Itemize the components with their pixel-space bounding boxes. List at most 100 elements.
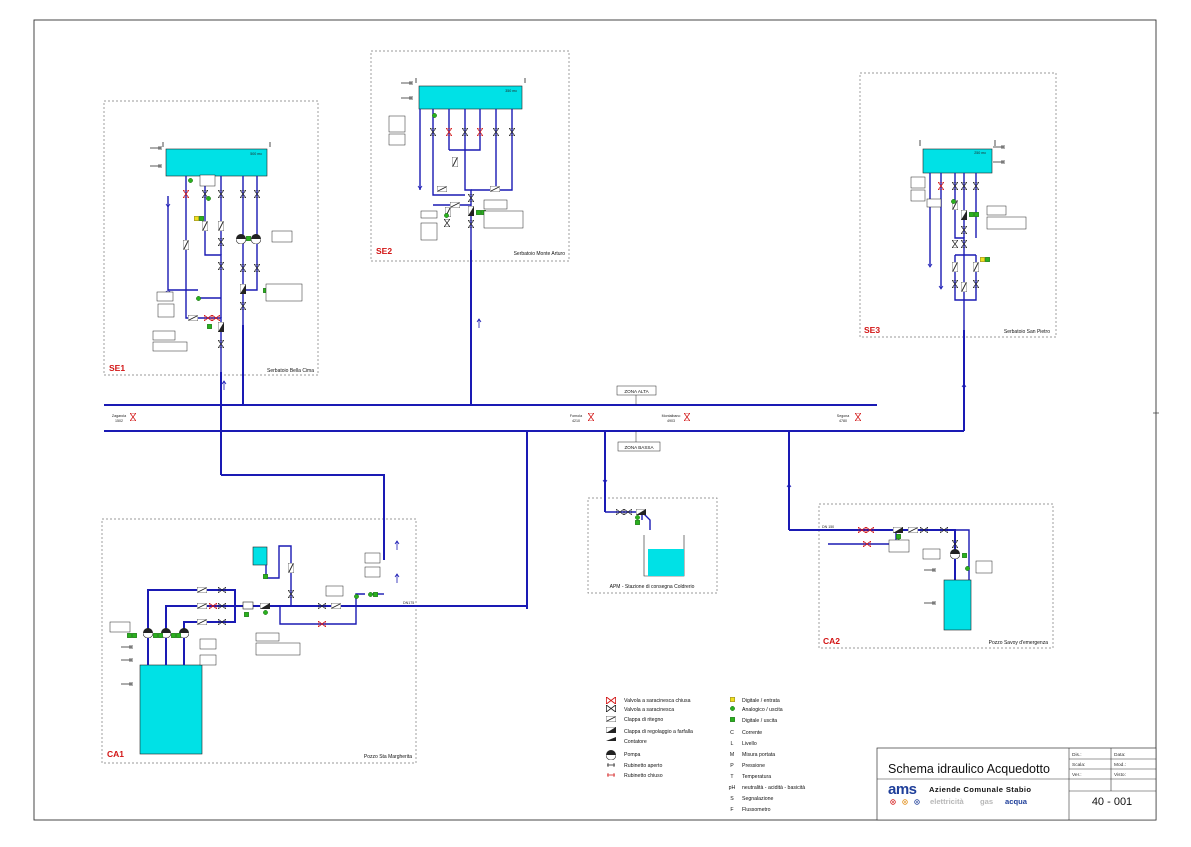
station-code-ca2: CA2 xyxy=(823,636,840,646)
legend-analog-out-icon xyxy=(730,706,735,711)
station-se3-internals: 250 mc xyxy=(910,140,1027,330)
sector-dot-electricity-icon xyxy=(890,799,896,805)
legend-label-tap-closed: Rubinetto chiuso xyxy=(624,773,663,779)
station-name-ca2: Pozzo Savoy d'emergenza xyxy=(989,640,1049,646)
valve-code-segona: 4780 xyxy=(839,419,847,423)
station-box-se3 xyxy=(859,72,1057,338)
zone-bassa-text: ZONA BASSA xyxy=(624,445,654,450)
legend: Valvola a saracinesca chiusa Valvola a s… xyxy=(606,697,805,813)
station-ca2-internals: DN 150 xyxy=(789,525,993,631)
sector-dot-gas-icon xyxy=(902,799,908,805)
valve-label-zagarola: Zagarola xyxy=(112,414,126,418)
station-code-se1: SE1 xyxy=(109,363,125,373)
sector-gas: gas xyxy=(980,797,993,806)
station-code-se3: SE3 xyxy=(864,325,880,335)
legend-check-valve-icon xyxy=(606,716,616,722)
valve-label-fornola: Fornola xyxy=(570,414,582,418)
legend-digital-out-icon xyxy=(730,717,735,722)
legend-abbr-l-text: Livello xyxy=(742,741,757,747)
station-box-apm xyxy=(587,497,718,594)
well-tank-ca1 xyxy=(139,664,203,755)
station-se1-internals: 500 mc xyxy=(150,142,303,372)
valve-label-segona: Segona xyxy=(837,414,849,418)
zone-label-bassa xyxy=(617,441,661,452)
pipe-size-ca2: DN 150 xyxy=(822,525,834,529)
pipe-size-ca1: DN175 xyxy=(403,601,414,605)
station-name-se3: Serbatoio San Pietro xyxy=(1004,329,1050,335)
legend-label-meter: Contatore xyxy=(624,739,647,745)
legend-tap-closed-icon xyxy=(607,773,615,777)
station-apm-internals xyxy=(605,509,685,577)
legend-label-digital-out: Digitale / uscita xyxy=(742,718,777,724)
sector-water: acqua xyxy=(1005,797,1028,806)
legend-abbr-t: T xyxy=(730,774,734,780)
station-box-ca1 xyxy=(101,518,417,764)
field-ver: Ver.: xyxy=(1072,772,1082,778)
valve-label-montalbano: Montalbano xyxy=(662,414,681,418)
title-block: Schema idraulico Acquedotto ams Aziende … xyxy=(876,747,1157,821)
legend-digital-in-icon xyxy=(730,697,735,702)
reservoir-volume-se3: 250 mc xyxy=(974,151,986,155)
station-name-apm: APM - Stazione di consegna Coldrerio xyxy=(610,584,695,590)
legend-abbr-m: M xyxy=(730,752,734,758)
legend-abbr-p: P xyxy=(730,763,734,769)
legend-label-check-valve: Clappa di ritegno xyxy=(624,717,663,723)
legend-abbr-s: S xyxy=(730,796,734,802)
legend-abbr-s-text: Segnalazione xyxy=(742,796,774,802)
field-data: Data: xyxy=(1114,752,1125,758)
legend-label-tap-open: Rubinetto aperto xyxy=(624,763,662,769)
legend-abbr-t-text: Temperatura xyxy=(742,774,771,780)
legend-label-valve-closed: Valvola a saracinesca chiusa xyxy=(624,698,691,704)
station-box-se2 xyxy=(370,50,570,262)
station-ca1-internals: DN175 xyxy=(109,540,527,755)
zone-alta-text: ZONA ALTA xyxy=(624,389,649,394)
station-box-ca2 xyxy=(818,503,1054,649)
reservoir-se3 xyxy=(922,148,993,174)
small-tank-ca1 xyxy=(252,546,268,566)
consigna-tank-apm xyxy=(648,549,684,576)
legend-abbr-m-text: Misura portata xyxy=(742,752,775,758)
station-se2-internals: 350 mc xyxy=(388,78,526,250)
legend-tap-open-icon xyxy=(607,763,615,767)
reservoir-volume-se2: 350 mc xyxy=(505,89,517,93)
legend-label-pump: Pompa xyxy=(624,752,641,758)
sector-dot-water-icon xyxy=(914,799,920,805)
field-dis: Dis.: xyxy=(1072,752,1082,758)
drawing-title: Schema idraulico Acquedotto xyxy=(888,762,1050,776)
station-code-ca1: CA1 xyxy=(107,749,124,759)
legend-abbr-ph: pH xyxy=(729,785,736,791)
station-name-ca1: Pozzo Sta Margherita xyxy=(364,754,412,760)
well-tank-ca2 xyxy=(943,579,972,631)
reservoir-se2 xyxy=(418,85,523,110)
field-scala: Scala: xyxy=(1072,762,1085,768)
reservoir-se1 xyxy=(165,148,268,177)
legend-pump-icon xyxy=(606,750,616,760)
legend-abbr-ph-text: neutralità - acidità - basicità xyxy=(742,785,805,791)
legend-label-valve-open: Valvola a saracinesca xyxy=(624,707,674,713)
station-code-se2: SE2 xyxy=(376,246,392,256)
legend-abbr-f-text: Flussometro xyxy=(742,807,771,813)
reservoir-volume-se1: 500 mc xyxy=(250,152,262,156)
field-mod: Mod.: xyxy=(1114,762,1126,768)
legend-abbr-p-text: Pressione xyxy=(742,763,765,769)
valve-code-fornola: 4210 xyxy=(572,419,580,423)
company-name: Aziende Comunale Stabio xyxy=(929,785,1031,794)
drawing-frame xyxy=(33,19,1157,821)
station-name-se1: Serbatoio Bella Cima xyxy=(267,368,314,374)
legend-meter-icon xyxy=(606,737,616,741)
main-network xyxy=(104,250,967,609)
legend-abbr-c: C xyxy=(730,730,734,736)
drawing-number: 40 - 001 xyxy=(1092,796,1132,808)
valve-code-montalbano: 4903 xyxy=(667,419,675,423)
legend-label-analog-out: Analogico / uscita xyxy=(742,707,783,713)
legend-abbr-l: L xyxy=(731,741,734,747)
legend-valve-closed-icon xyxy=(606,697,616,704)
legend-label-digital-in: Digitale / entrata xyxy=(742,698,780,704)
company-logo: ams xyxy=(888,781,917,798)
sector-electricity: elettricità xyxy=(930,797,965,806)
zone-label-alta xyxy=(616,385,657,396)
station-name-se2: Serbatoio Monte Arturo xyxy=(514,251,566,257)
legend-valve-open-icon xyxy=(606,705,616,712)
